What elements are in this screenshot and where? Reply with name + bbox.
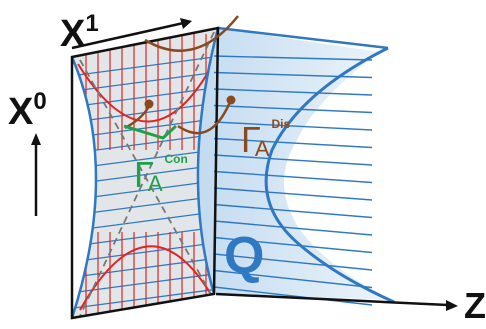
hourglass-line [72,210,218,232]
labels: X1 X0 Z Q ΓADis ΓACon [8,10,486,326]
upper-red-hyperbola [77,61,215,123]
gamma-con-label: ΓACon [134,152,188,196]
x1-axis-arrowhead [180,18,192,29]
bulk-surface [197,28,394,300]
bulk-line [213,71,373,79]
bulk-line [213,253,373,271]
bulk-line [213,286,373,306]
disconnected-geodesic-curve-right [177,101,232,135]
bulk-line [213,121,373,131]
bulk-line [213,154,373,166]
z-axis-arrowhead [446,300,458,311]
bulk-q-label: Q [224,227,264,285]
bulk-line [213,236,373,254]
hourglass-left-boundary [70,56,98,319]
lower-red-hyperbola [79,245,213,311]
bulk-line [213,269,373,289]
geodesic-endpoint-left [144,99,154,109]
bulk-line [213,187,373,201]
bulk-horizontal-lines [213,55,373,306]
x0-axis-label: X0 [8,88,47,133]
boundary-plane-frame [70,26,220,320]
lightcone-dashed-2 [79,31,215,317]
bulk-line [213,220,373,236]
bulk-line [213,137,373,149]
axes [31,18,458,311]
z-axis-label: Z [464,285,486,326]
bulk-line [213,203,373,219]
connected-geodesic [123,124,178,140]
upper-brown-curve [144,15,239,52]
bulk-upper-edge [217,26,389,50]
geodesic-endpoint-right [226,95,236,105]
bulk-line [213,88,373,96]
bulk-line [213,55,373,61]
hourglass-right-boundary [196,27,220,295]
x0-axis-arrowhead [31,133,41,145]
bulk-region-q [197,26,395,306]
gamma-dis-label: ΓADis [241,117,291,161]
z-axis-arrow [215,292,449,307]
x1-axis-label: X1 [60,10,99,55]
bulk-line [213,170,373,184]
bulk-line [213,104,373,114]
x1-axis-arrow [71,20,189,50]
geodesics [123,15,239,140]
